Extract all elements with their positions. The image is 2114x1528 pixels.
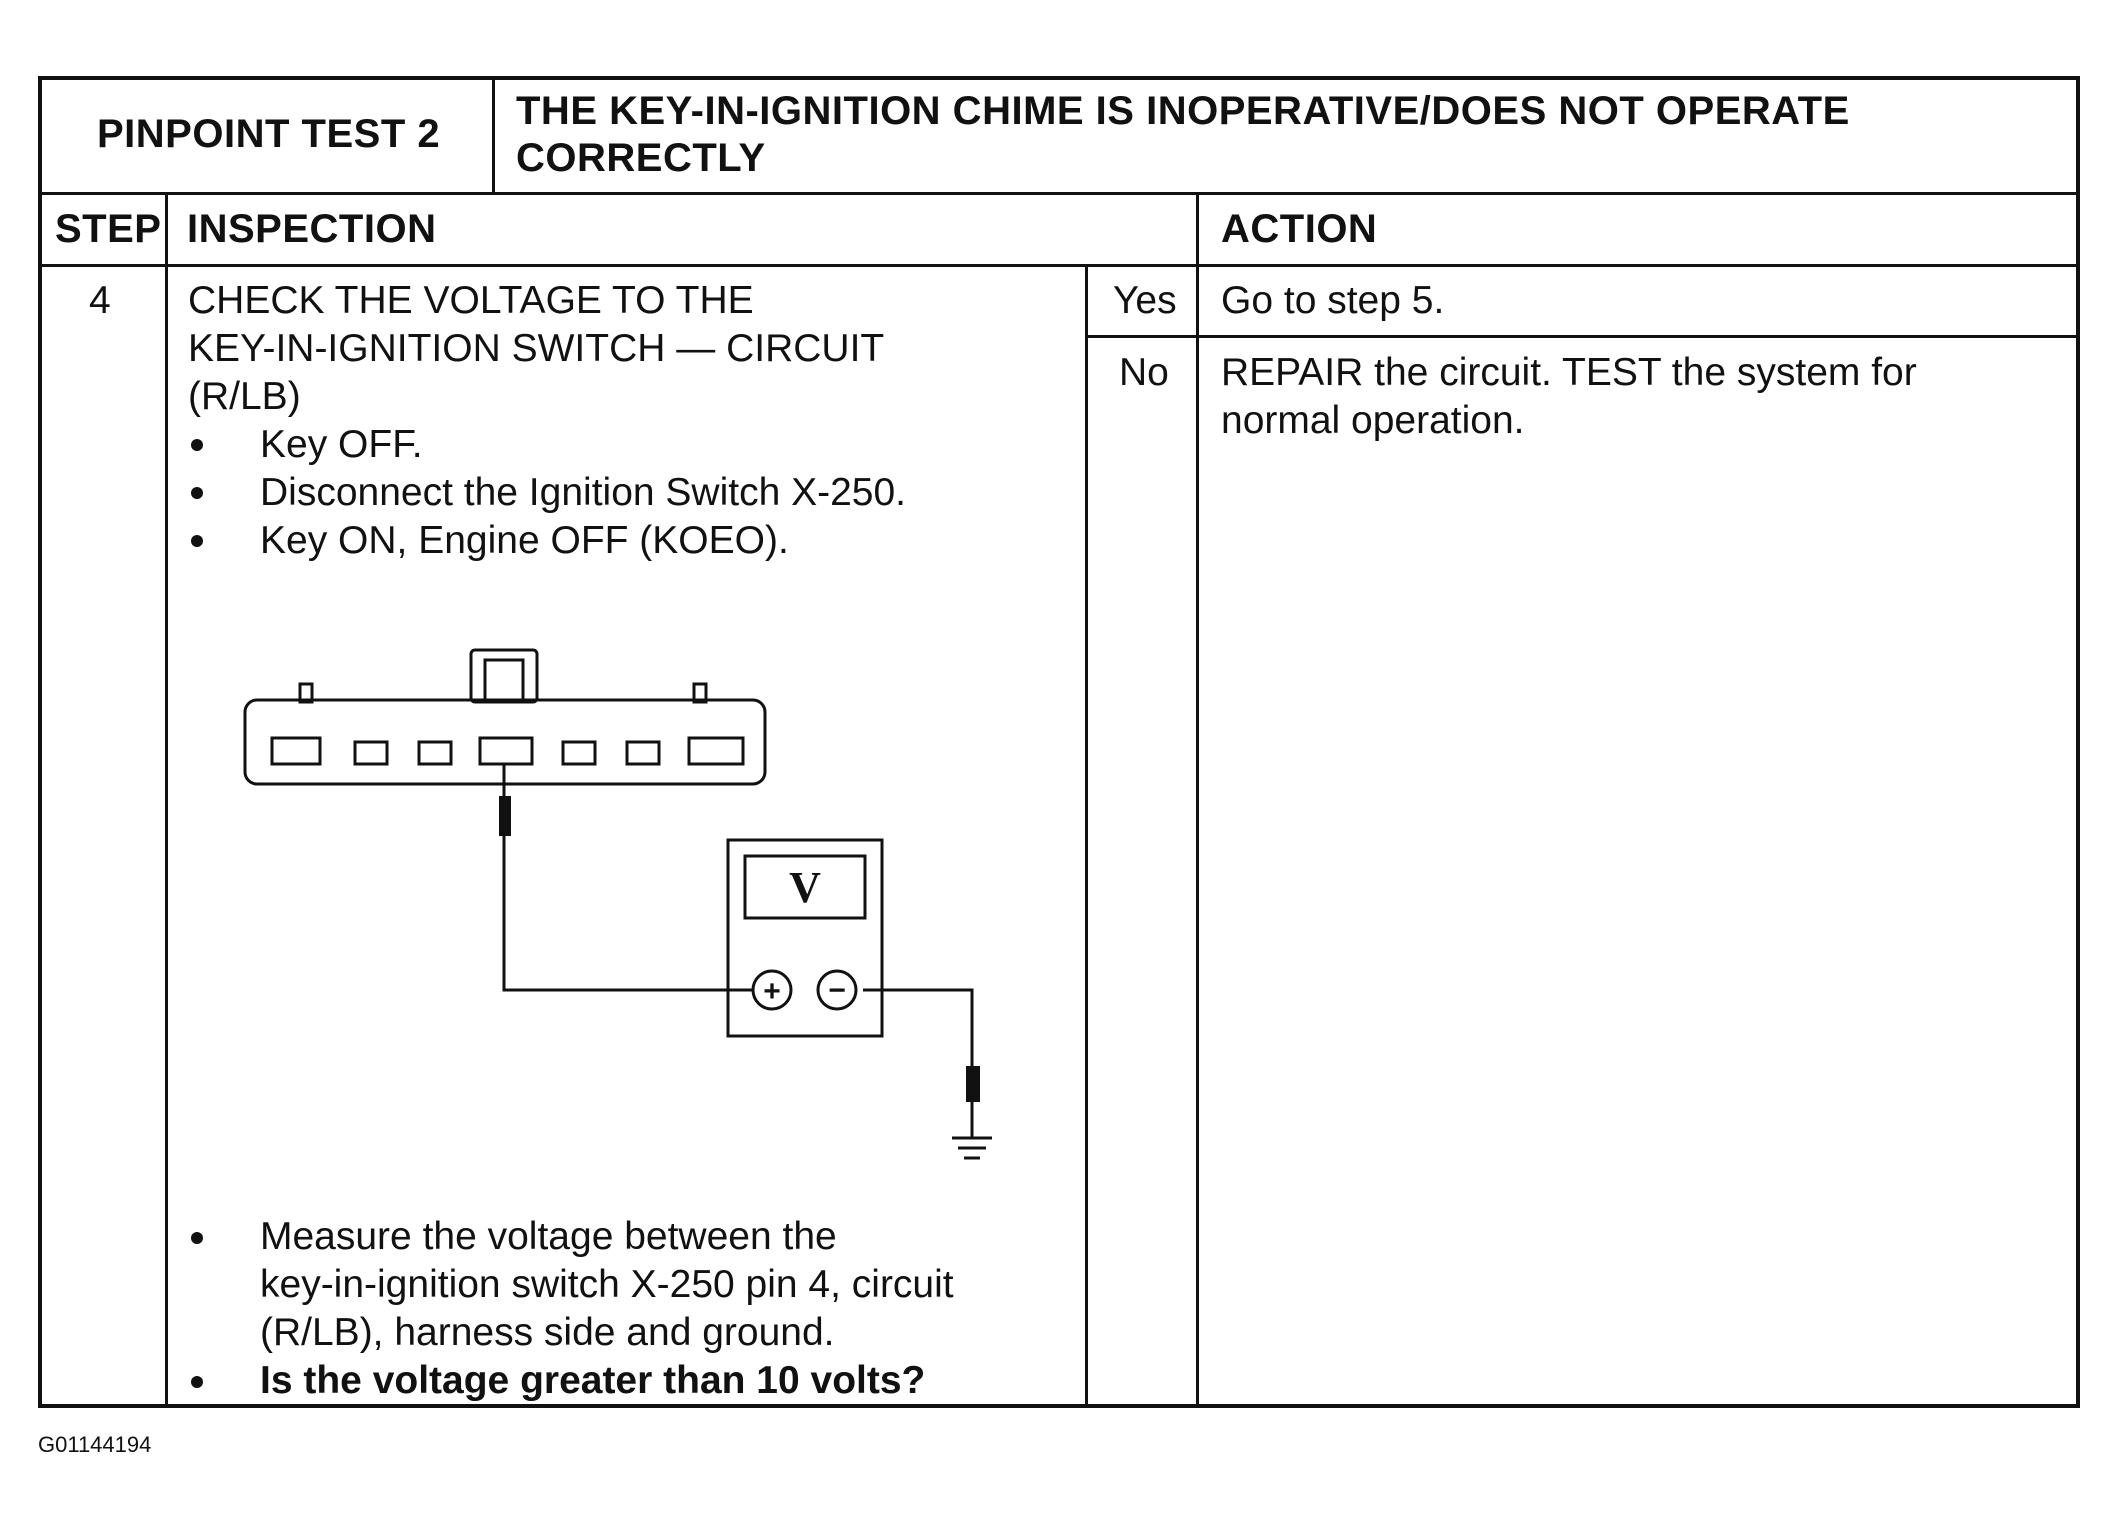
bullet-dot <box>191 1376 203 1388</box>
step-column-divider <box>165 192 168 1408</box>
connector-tab-left <box>298 682 314 704</box>
connector-pin-5 <box>561 740 597 766</box>
bullet-dot <box>191 439 203 451</box>
no-action-line-2: normal operation. <box>1221 399 1525 442</box>
bullet-dot <box>191 487 203 499</box>
positive-lead-wire <box>502 764 752 992</box>
connector-pin-3 <box>417 740 453 766</box>
voltmeter-body <box>726 838 884 1038</box>
connector-tab-right <box>692 682 708 704</box>
yes-no-divider <box>1088 335 2080 338</box>
measure-line-2: key-in-ignition switch X-250 pin 4, circ… <box>260 1263 954 1306</box>
measure-line-1: Measure the voltage between the <box>260 1215 837 1258</box>
bullet-dot <box>191 535 203 547</box>
voltage-question: Is the voltage greater than 10 volts? <box>260 1359 926 1402</box>
header-divider <box>38 192 2080 195</box>
test-title-line-2: CORRECTLY <box>516 136 766 180</box>
column-header-divider <box>38 264 2080 267</box>
bullet-disconnect-switch: Disconnect the Ignition Switch X-250. <box>260 471 907 514</box>
connector-latch <box>469 648 539 704</box>
voltmeter-minus-terminal <box>816 969 858 1011</box>
action-column-header: ACTION <box>1221 207 1378 251</box>
pinpoint-test-table <box>38 76 2080 1408</box>
inspection-line-1: CHECK THE VOLTAGE TO THE <box>188 279 754 322</box>
yes-no-column-divider <box>1085 264 1088 1408</box>
connector-pin-4 <box>478 736 534 766</box>
no-label: No <box>1119 351 1169 394</box>
bullet-key-on-engine-off: Key ON, Engine OFF (KOEO). <box>260 519 789 562</box>
ground-clip-probe <box>966 1066 980 1102</box>
test-title-line-1: THE KEY-IN-IGNITION CHIME IS INOPERATIVE… <box>516 89 1850 133</box>
connector-latch-inner <box>483 658 525 702</box>
negative-lead-wire <box>863 988 974 1068</box>
measure-line-3: (R/LB), harness side and ground. <box>260 1311 835 1354</box>
connector-pin-6 <box>625 740 661 766</box>
voltmeter-symbol: V <box>789 863 821 912</box>
connector-pin-2 <box>353 740 389 766</box>
no-action-line-1: REPAIR the circuit. TEST the system for <box>1221 351 1917 394</box>
inspection-column-header: INSPECTION <box>187 207 437 251</box>
voltmeter-plus-terminal <box>751 969 793 1011</box>
voltmeter-display <box>743 854 867 920</box>
yes-action: Go to step 5. <box>1221 279 1445 322</box>
inspection-line-3: (R/LB) <box>188 375 301 418</box>
bullet-dot <box>191 1232 203 1244</box>
bullet-key-off: Key OFF. <box>260 423 423 466</box>
connector-pin-1 <box>270 736 322 766</box>
plus-symbol: + <box>763 975 781 1008</box>
figure-id: G01144194 <box>38 1432 152 1457</box>
step-column-header: STEP <box>55 207 162 251</box>
minus-symbol: − <box>828 974 846 1007</box>
test-label: PINPOINT TEST 2 <box>97 112 441 156</box>
connector-pin-7 <box>687 736 745 766</box>
inspection-line-2: KEY-IN-IGNITION SWITCH — CIRCUIT <box>188 327 885 370</box>
step-number: 4 <box>89 279 111 322</box>
yes-label: Yes <box>1113 279 1177 322</box>
action-column-divider <box>1196 192 1199 1408</box>
positive-probe <box>499 796 511 836</box>
header-vertical-divider <box>492 76 495 194</box>
